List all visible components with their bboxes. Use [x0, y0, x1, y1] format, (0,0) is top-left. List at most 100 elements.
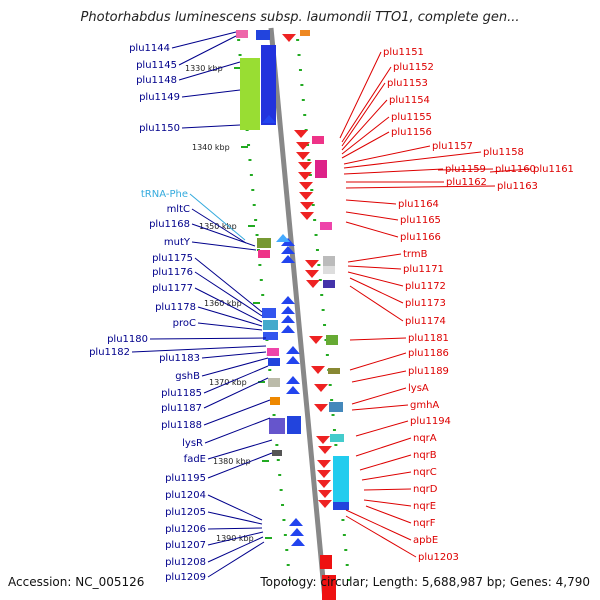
gene-label-plu1168[interactable]: plu1168 [149, 219, 190, 230]
gene-label-plu1153[interactable]: plu1153 [387, 78, 428, 89]
label-leader-line [207, 531, 264, 546]
gene-label-plu1164[interactable]: plu1164 [398, 199, 439, 210]
gene-label-plu1208[interactable]: plu1208 [165, 557, 206, 568]
gene-label-gshb[interactable]: gshB [175, 371, 200, 382]
reverse-gene-arrow [296, 152, 310, 160]
gene-label-plu1161[interactable]: plu1161 [533, 164, 574, 175]
forward-gene-arrow [281, 306, 295, 314]
gene-label-plu1180[interactable]: plu1180 [107, 334, 148, 345]
gene-block [323, 256, 335, 266]
gene-label-lysr[interactable]: lysR [182, 438, 203, 449]
gene-label-nqrd[interactable]: nqrD [413, 484, 438, 495]
gene-label-muty[interactable]: mutY [164, 237, 191, 248]
gene-label-apbe[interactable]: apbE [413, 535, 438, 546]
gene-label-plu1186[interactable]: plu1186 [408, 348, 449, 359]
gene-block [287, 416, 301, 434]
gene-label-plu1182[interactable]: plu1182 [89, 347, 130, 358]
gene-label-plu1209[interactable]: plu1209 [165, 572, 206, 583]
gene-label-plu1206[interactable]: plu1206 [165, 524, 206, 535]
label-leader-line [351, 404, 409, 411]
gene-label-plu1177[interactable]: plu1177 [152, 283, 193, 294]
gene-label-plu1174[interactable]: plu1174 [405, 316, 446, 327]
label-leader-line [347, 271, 404, 287]
gene-label-plu1157[interactable]: plu1157 [432, 141, 473, 152]
gene-label-fade[interactable]: fadE [184, 454, 206, 465]
gene-label-plu1149[interactable]: plu1149 [139, 92, 180, 103]
gene-block [326, 335, 338, 345]
gene-label-plu1173[interactable]: plu1173 [405, 298, 446, 309]
kbp-scale-label: 1350 kbp [199, 222, 237, 231]
gene-block [263, 332, 278, 340]
forward-gene-arrow [289, 518, 303, 526]
forward-gene-arrow [262, 115, 276, 123]
gene-label-plu1176[interactable]: plu1176 [152, 267, 193, 278]
forward-gene-arrow [281, 246, 295, 254]
label-leader-line [345, 199, 397, 205]
gene-label-plu1188[interactable]: plu1188 [161, 420, 202, 431]
gene-block [263, 320, 278, 330]
gene-label-plu1189[interactable]: plu1189 [408, 366, 449, 377]
gene-label-plu1145[interactable]: plu1145 [136, 60, 177, 71]
gene-label-plu1207[interactable]: plu1207 [165, 540, 206, 551]
label-leader-line [351, 370, 407, 383]
gene-label-plu1150[interactable]: plu1150 [139, 123, 180, 134]
gene-block [270, 397, 280, 405]
label-leader-line [194, 271, 263, 317]
gene-label-plu1195[interactable]: plu1195 [165, 473, 206, 484]
gene-label-gmha[interactable]: gmhA [410, 400, 439, 411]
gene-label-plu1152[interactable]: plu1152 [393, 62, 434, 73]
gene-label-plu1171[interactable]: plu1171 [403, 264, 444, 275]
gene-label-plu1162[interactable]: plu1162 [446, 177, 487, 188]
gene-label-plu1155[interactable]: plu1155 [391, 112, 432, 123]
forward-gene-arrow [281, 325, 295, 333]
label-leader-line [181, 124, 241, 129]
gene-block [312, 136, 324, 144]
gene-label-plu1160[interactable]: plu1160 [495, 164, 536, 175]
gene-label-lysa[interactable]: lysA [408, 383, 429, 394]
gene-label-plu1156[interactable]: plu1156 [391, 127, 432, 138]
gene-label-plu1158[interactable]: plu1158 [483, 147, 524, 158]
gene-label-plu1163[interactable]: plu1163 [497, 181, 538, 192]
label-leader-line [355, 437, 412, 457]
reverse-gene-arrow [314, 384, 328, 392]
gene-block [300, 30, 310, 36]
label-leader-line [194, 287, 263, 323]
gene-label-trmb[interactable]: trmB [403, 249, 428, 260]
gene-label-plu1185[interactable]: plu1185 [161, 388, 202, 399]
gene-label-trna-phe[interactable]: tRNA-Phe [141, 189, 188, 200]
gene-label-plu1183[interactable]: plu1183 [159, 353, 200, 364]
gene-label-plu1205[interactable]: plu1205 [165, 507, 206, 518]
gene-label-plu1148[interactable]: plu1148 [136, 75, 177, 86]
gene-label-proc[interactable]: proC [173, 318, 196, 329]
gene-block [329, 402, 343, 412]
gene-label-plu1194[interactable]: plu1194 [410, 416, 451, 427]
gene-label-plu1175[interactable]: plu1175 [152, 253, 193, 264]
gene-label-plu1203[interactable]: plu1203 [418, 552, 459, 563]
gene-label-plu1165[interactable]: plu1165 [400, 215, 441, 226]
label-leader-line [207, 527, 263, 530]
label-leader-line [363, 488, 412, 491]
label-leader-line [341, 82, 386, 147]
label-leader-line [204, 417, 271, 444]
gene-label-nqrc[interactable]: nqrC [413, 467, 437, 478]
kbp-scale-label: 1330 kbp [185, 64, 223, 73]
gene-label-nqrf[interactable]: nqrF [413, 518, 436, 529]
gene-label-plu1181[interactable]: plu1181 [408, 333, 449, 344]
label-leader-line [347, 253, 402, 263]
gene-label-plu1187[interactable]: plu1187 [161, 403, 202, 414]
forward-gene-arrow [290, 528, 304, 536]
gene-label-plu1166[interactable]: plu1166 [400, 232, 441, 243]
gene-label-plu1151[interactable]: plu1151 [383, 47, 424, 58]
reverse-gene-arrow [318, 490, 332, 498]
gene-label-mltc[interactable]: mltC [167, 204, 190, 215]
forward-gene-arrow [291, 538, 305, 546]
gene-label-nqrb[interactable]: nqrB [413, 450, 437, 461]
gene-label-plu1204[interactable]: plu1204 [165, 490, 206, 501]
gene-label-plu1178[interactable]: plu1178 [155, 302, 196, 313]
gene-label-plu1144[interactable]: plu1144 [129, 43, 170, 54]
gene-block [272, 450, 282, 456]
gene-label-nqre[interactable]: nqrE [413, 501, 436, 512]
gene-label-nqra[interactable]: nqrA [413, 433, 437, 444]
gene-label-plu1154[interactable]: plu1154 [389, 95, 430, 106]
gene-label-plu1172[interactable]: plu1172 [405, 281, 446, 292]
